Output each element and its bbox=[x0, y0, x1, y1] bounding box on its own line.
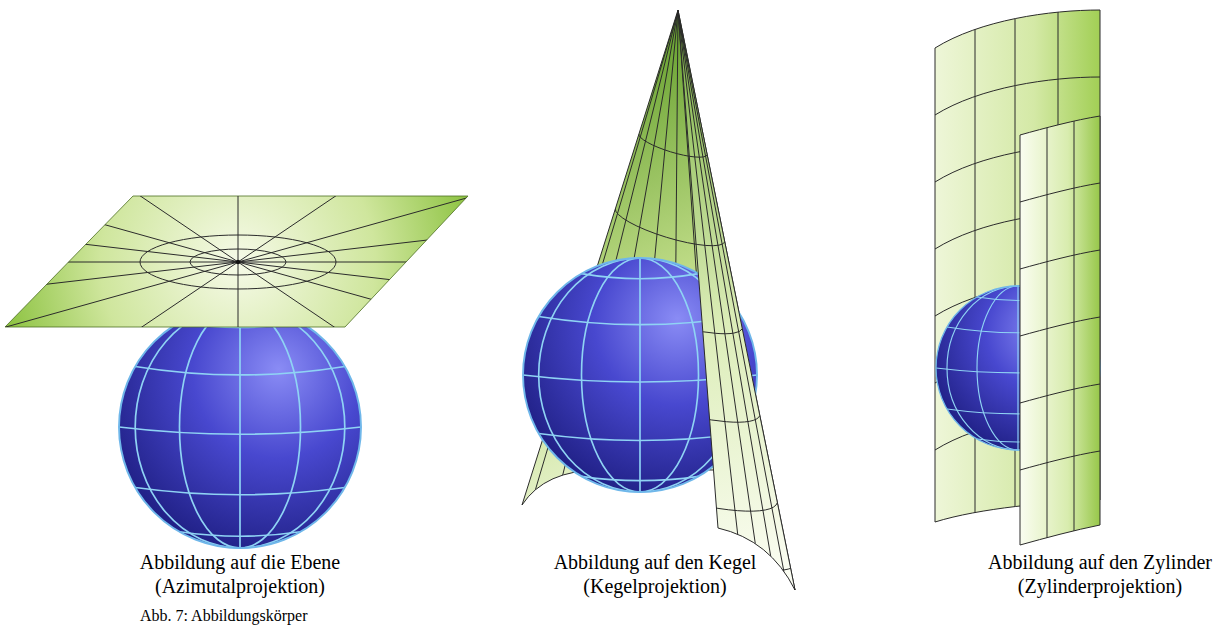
cone-flap-grid bbox=[544, 432, 777, 511]
figure-label: Abbildung auf die Ebene (Azimutalprojekt… bbox=[120, 550, 360, 598]
cylinder-flap-grid bbox=[1020, 250, 1100, 269]
cylinder-grid bbox=[1015, 0, 1016, 540]
globe bbox=[119, 306, 361, 548]
plane-grid bbox=[0, 183, 521, 341]
plane-grid bbox=[0, 262, 638, 263]
cylinder-flap-grid bbox=[1020, 384, 1100, 403]
cone-surface bbox=[522, 10, 795, 590]
cylinder-flap-grid bbox=[1047, 100, 1048, 560]
cylindrical-projection bbox=[935, 0, 1100, 560]
cylinder-flap-grid bbox=[1020, 451, 1100, 470]
cone-flap-grid bbox=[592, 283, 742, 334]
figure-label: Abbildung auf den Kegel (Kegelprojektion… bbox=[535, 550, 775, 598]
cone-flap-grid bbox=[678, 10, 771, 556]
plane-grid bbox=[140, 235, 336, 289]
conic-projection bbox=[522, 10, 800, 595]
cylinder-flap-grid bbox=[1074, 100, 1075, 560]
cylinder-flap-grid bbox=[1020, 317, 1100, 336]
cylinder-grid bbox=[975, 0, 976, 540]
figure-label: Abbildung auf den Zylinder (Zylinderproj… bbox=[980, 550, 1220, 598]
plane-grid bbox=[85, 159, 391, 366]
plane-grid bbox=[0, 219, 608, 305]
cone-flap-grid bbox=[678, 10, 738, 534]
plane-grid bbox=[0, 219, 608, 305]
cone-flap-grid bbox=[530, 10, 800, 572]
cone-flap-grid bbox=[568, 357, 759, 422]
cone-flap bbox=[678, 10, 795, 590]
cylinder-flap-grid bbox=[1020, 100, 1100, 560]
cone-flap-grid bbox=[639, 134, 707, 157]
plane-center bbox=[236, 260, 240, 264]
cone-flap-grid bbox=[678, 10, 755, 544]
plane-grid bbox=[190, 249, 286, 275]
cylinder-grid bbox=[935, 77, 1100, 115]
plane-grid bbox=[0, 183, 521, 341]
plane-grid bbox=[85, 159, 391, 366]
figure-caption: Abb. 7: Abbildungskörper bbox=[140, 606, 308, 626]
cylinder-flap-grid bbox=[1020, 183, 1100, 202]
cone-flap-grid bbox=[678, 10, 784, 572]
cylinder-flap bbox=[1020, 116, 1100, 545]
cone-flap-grid bbox=[615, 209, 724, 246]
